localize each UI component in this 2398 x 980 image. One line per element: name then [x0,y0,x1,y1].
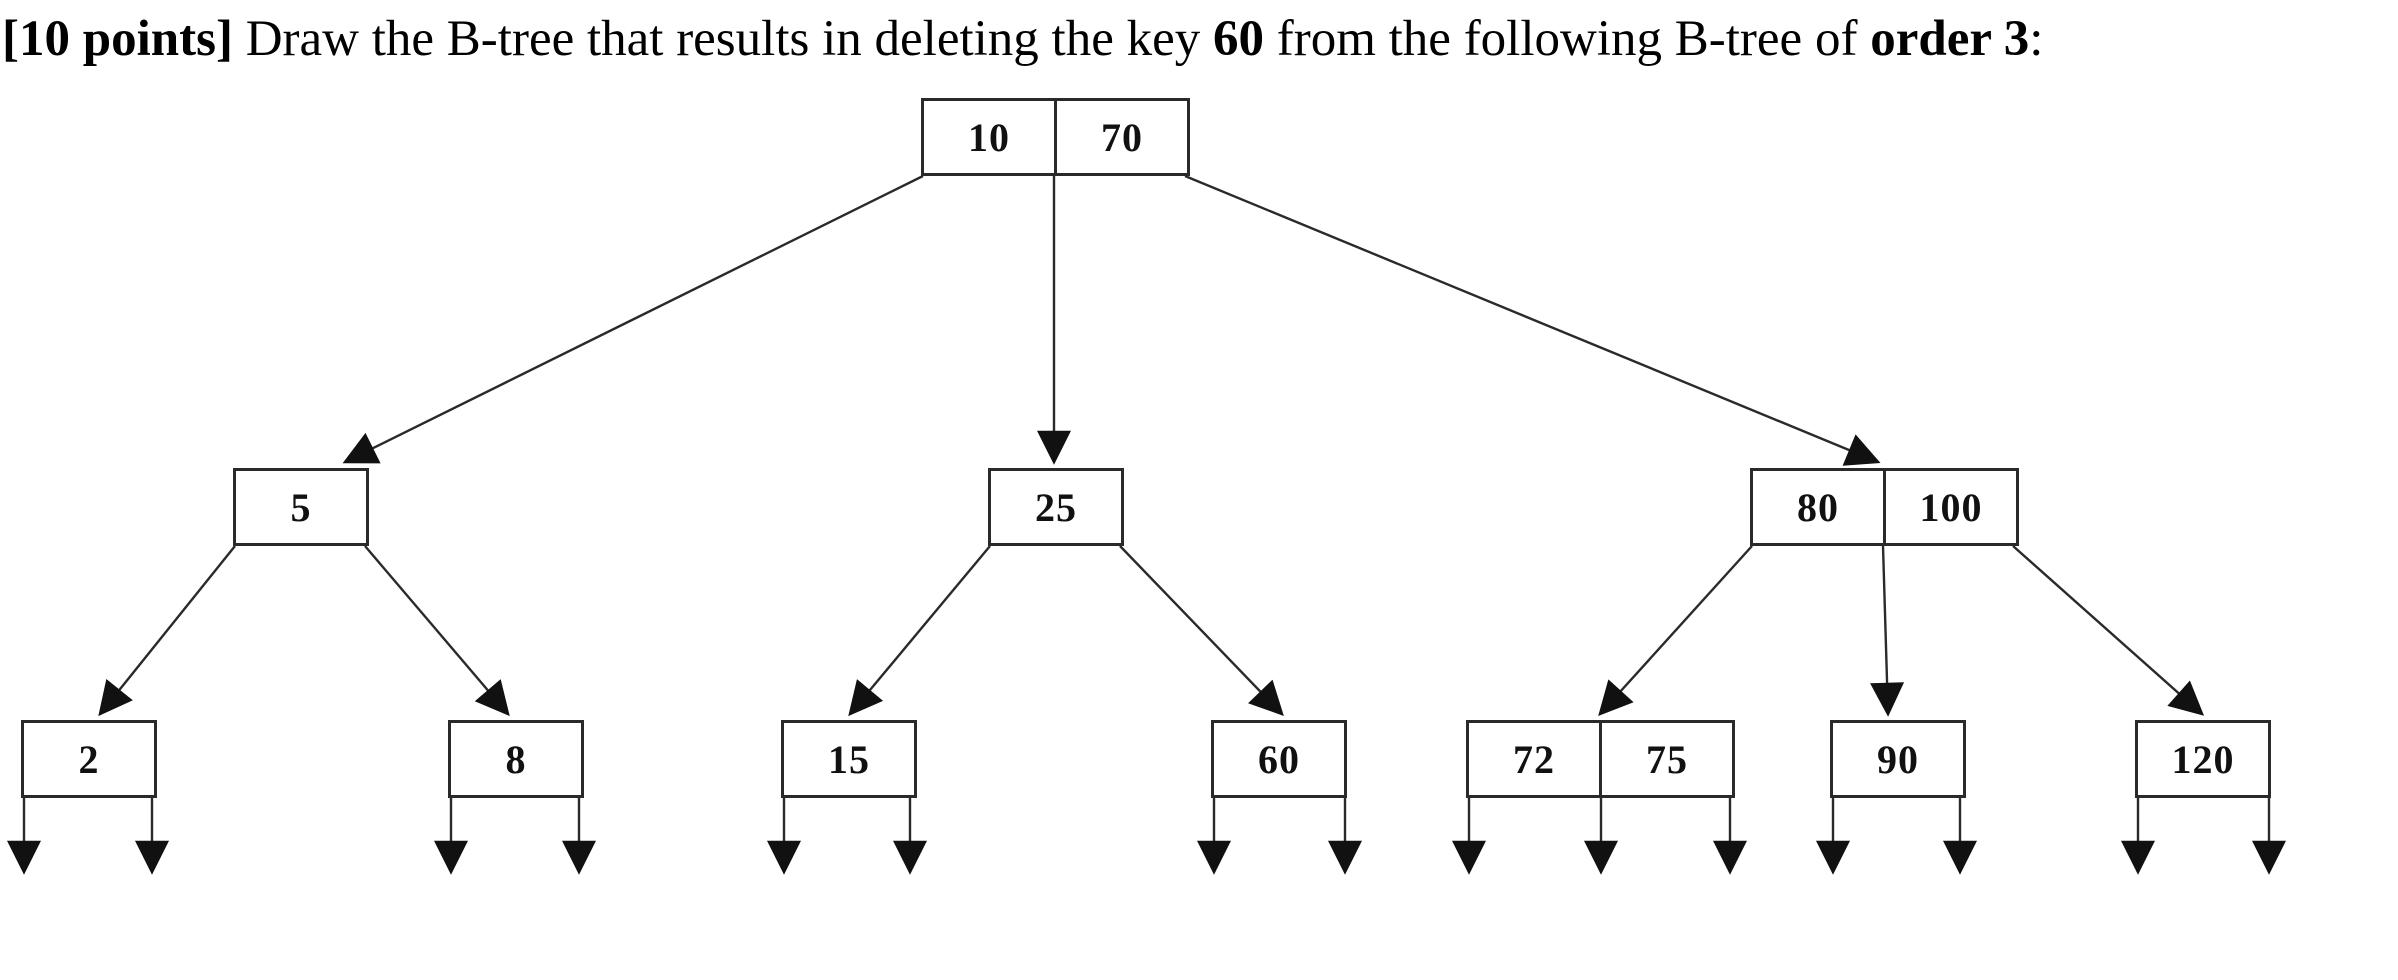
points-label: [10 points] [2,11,233,67]
key-cell: 100 [1883,471,2016,543]
btree-internal-node-25: 25 [988,468,1124,546]
key-cell: 5 [290,484,312,530]
key-cell: 75 [1599,723,1732,795]
question-suffix: : [2029,11,2044,67]
question-text: [10 points] Draw the B-tree that results… [2,10,2398,69]
key-to-delete: 60 [1213,11,1264,67]
key-cell: 25 [1035,484,1077,530]
btree-leaf-node-15: 15 [781,720,917,798]
edge-25-to-60 [1119,545,1284,716]
key-cell: 120 [2171,736,2235,782]
btree-root-node: 10 70 [921,98,1190,176]
key-cell: 70 [1054,101,1187,173]
key-cell: 15 [828,736,870,782]
edge-5-to-8 [364,545,510,717]
btree-internal-node-5: 5 [233,468,369,546]
btree-leaf-node-2: 2 [21,720,157,798]
key-cell: 8 [505,736,527,782]
key-cell: 90 [1877,736,1919,782]
btree-leaf-node-120: 120 [2135,720,2271,798]
edge-25-to-15 [848,545,991,717]
key-cell: 60 [1258,736,1300,782]
order-label: order 3 [1870,11,2030,67]
question-body-2: from the following B-tree of [1264,11,1871,67]
key-cell: 2 [78,736,100,782]
edge-root-to-5 [342,174,924,464]
edge-root-to-80 [1184,174,1881,466]
btree-leaf-node-90: 90 [1830,720,1966,798]
edge-80-to-120 [2012,545,2205,716]
key-cell: 10 [968,114,1010,160]
key-cell: 80 [1797,484,1839,530]
edge-80-to-90 [1870,545,1905,717]
btree-leaf-node-72-75: 72 75 [1466,720,1735,798]
edge-5-to-2 [98,545,236,717]
question-body-1: Draw the B-tree that results in deleting… [232,11,1213,67]
key-cell: 72 [1513,736,1555,782]
btree-leaf-node-8: 8 [448,720,584,798]
edge-80-to-72-75 [1598,545,1753,717]
btree-leaf-node-60: 60 [1211,720,1347,798]
btree-internal-node-80-100: 80 100 [1750,468,2019,546]
